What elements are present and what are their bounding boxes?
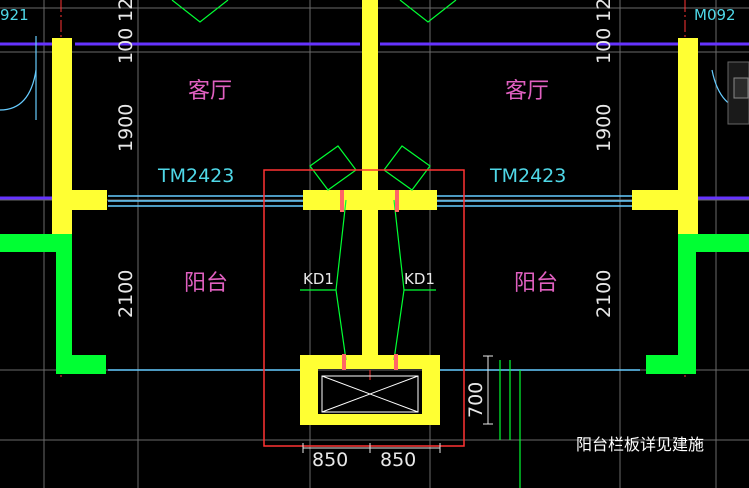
dim-bottom-left: 850 [312,449,348,471]
box-symbol [321,375,419,413]
window-label-right: TM2423 [489,165,566,187]
dim-left-top: 12 [115,0,137,22]
dim-left-2100: 2100 [115,270,137,318]
kd-lines [300,145,521,488]
dim-left-100: 100 [115,28,137,64]
dim-left-1900: 1900 [115,104,137,152]
viewcube-widget[interactable] [727,61,749,125]
window-lines [108,195,640,425]
kd-label-left: KD1 [303,270,334,288]
note-text: 阳台栏板详见建施 [576,435,704,454]
dim-right-1900: 1900 [593,104,615,152]
kd-label-right: KD1 [404,270,435,288]
dim-bottom-right: 850 [380,449,416,471]
m-label-left: 921 [0,6,29,24]
top-shapes [171,0,457,23]
purple-lines [0,42,749,200]
balcony-label-right: 阳台 [514,271,558,296]
dim-right-100: 100 [593,28,615,64]
dim-v-700: 700 [465,382,487,418]
dim-right-top: 12 [593,0,615,22]
window-label-left: TM2423 [157,165,234,187]
green-columns [0,234,749,374]
yellow-walls [52,0,698,425]
balcony-label-left: 阳台 [184,271,228,296]
room-label-left: 客厅 [188,79,232,104]
dimension-ticks [302,355,493,453]
selection-rectangle[interactable] [263,169,465,447]
room-label-right: 客厅 [505,79,549,104]
red-marks [340,190,399,370]
m-label-right: M092 [694,6,736,24]
dim-right-2100: 2100 [593,270,615,318]
